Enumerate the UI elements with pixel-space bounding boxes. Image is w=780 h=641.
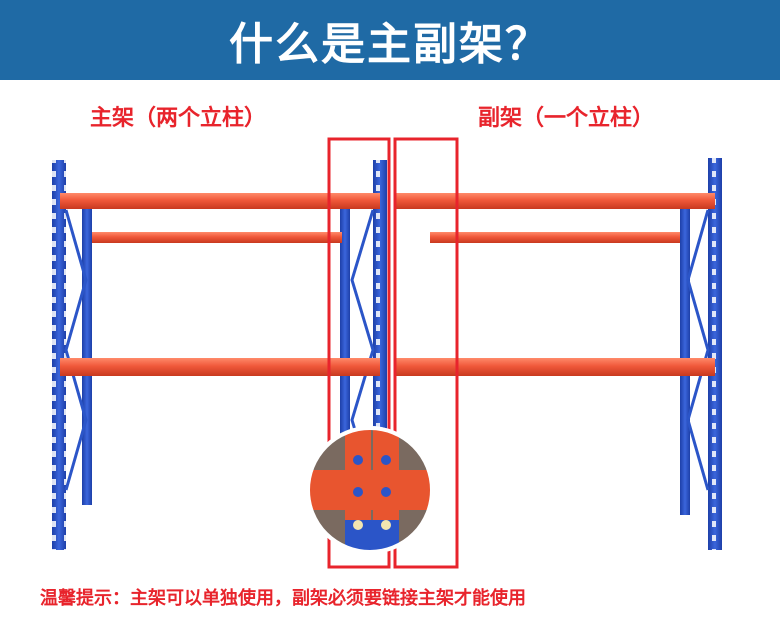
- sub-frame: [395, 158, 722, 550]
- tip-text: 温馨提示：主架可以单独使用，副架必须要链接主架才能使用: [40, 588, 526, 609]
- main-beam-top: [60, 193, 380, 209]
- main-frame-label: 主架（两个立柱）: [90, 106, 267, 131]
- sub-beam-bottom: [395, 358, 715, 376]
- connection-detail-zoom: [306, 426, 434, 554]
- banner-title: 什么是主副架？: [229, 19, 551, 70]
- main-frame-upright-highlight: [327, 137, 391, 569]
- upright-mid-back: [340, 205, 350, 505]
- title-banner: 什么是主副架？: [0, 0, 780, 80]
- upright-left-back: [82, 205, 92, 505]
- sub-beam-top: [395, 193, 715, 209]
- main-beam-bottom: [60, 358, 380, 376]
- sub-frame-label: 副架（一个立柱）: [478, 106, 655, 131]
- sub-frame-connection-highlight: [393, 137, 459, 569]
- main-beam-top-back: [92, 232, 342, 243]
- sub-beam-top-back: [430, 232, 680, 243]
